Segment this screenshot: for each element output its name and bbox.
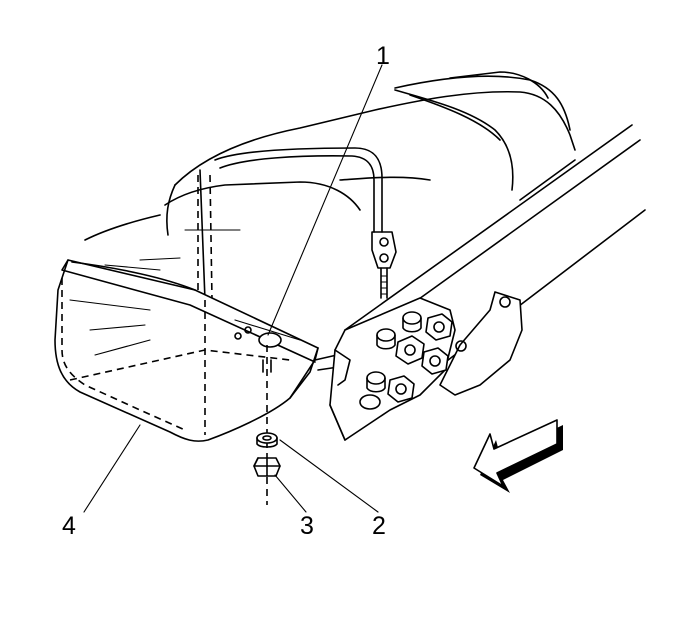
nut-right-lower [421,347,449,375]
nut-center [395,335,425,365]
callout-2: 2 [372,512,386,540]
bracket-bolts [366,311,453,403]
fuel-tube [197,147,397,301]
front-direction-arrow-icon [473,419,563,493]
leader-line-1 [267,64,383,336]
washer [256,432,278,448]
leader-line-2 [279,439,379,513]
callout-4: 4 [62,512,76,540]
frame-rail [329,124,646,441]
leader-line-4 [83,424,141,513]
shield-fasteners [253,345,281,505]
bolt-lower-left [366,371,386,393]
nut-lower [387,375,415,403]
nut-right-upper [425,313,453,341]
fuel-tank [84,71,576,271]
leader-line-3 [274,474,307,513]
bolt-upper-right [402,311,422,333]
fuel-tank-shield [54,259,359,442]
callout-3: 3 [300,512,314,540]
leader-lines [83,64,383,513]
callout-1: 1 [376,42,390,70]
bolt-upper-left [376,328,396,350]
nut [253,457,281,477]
